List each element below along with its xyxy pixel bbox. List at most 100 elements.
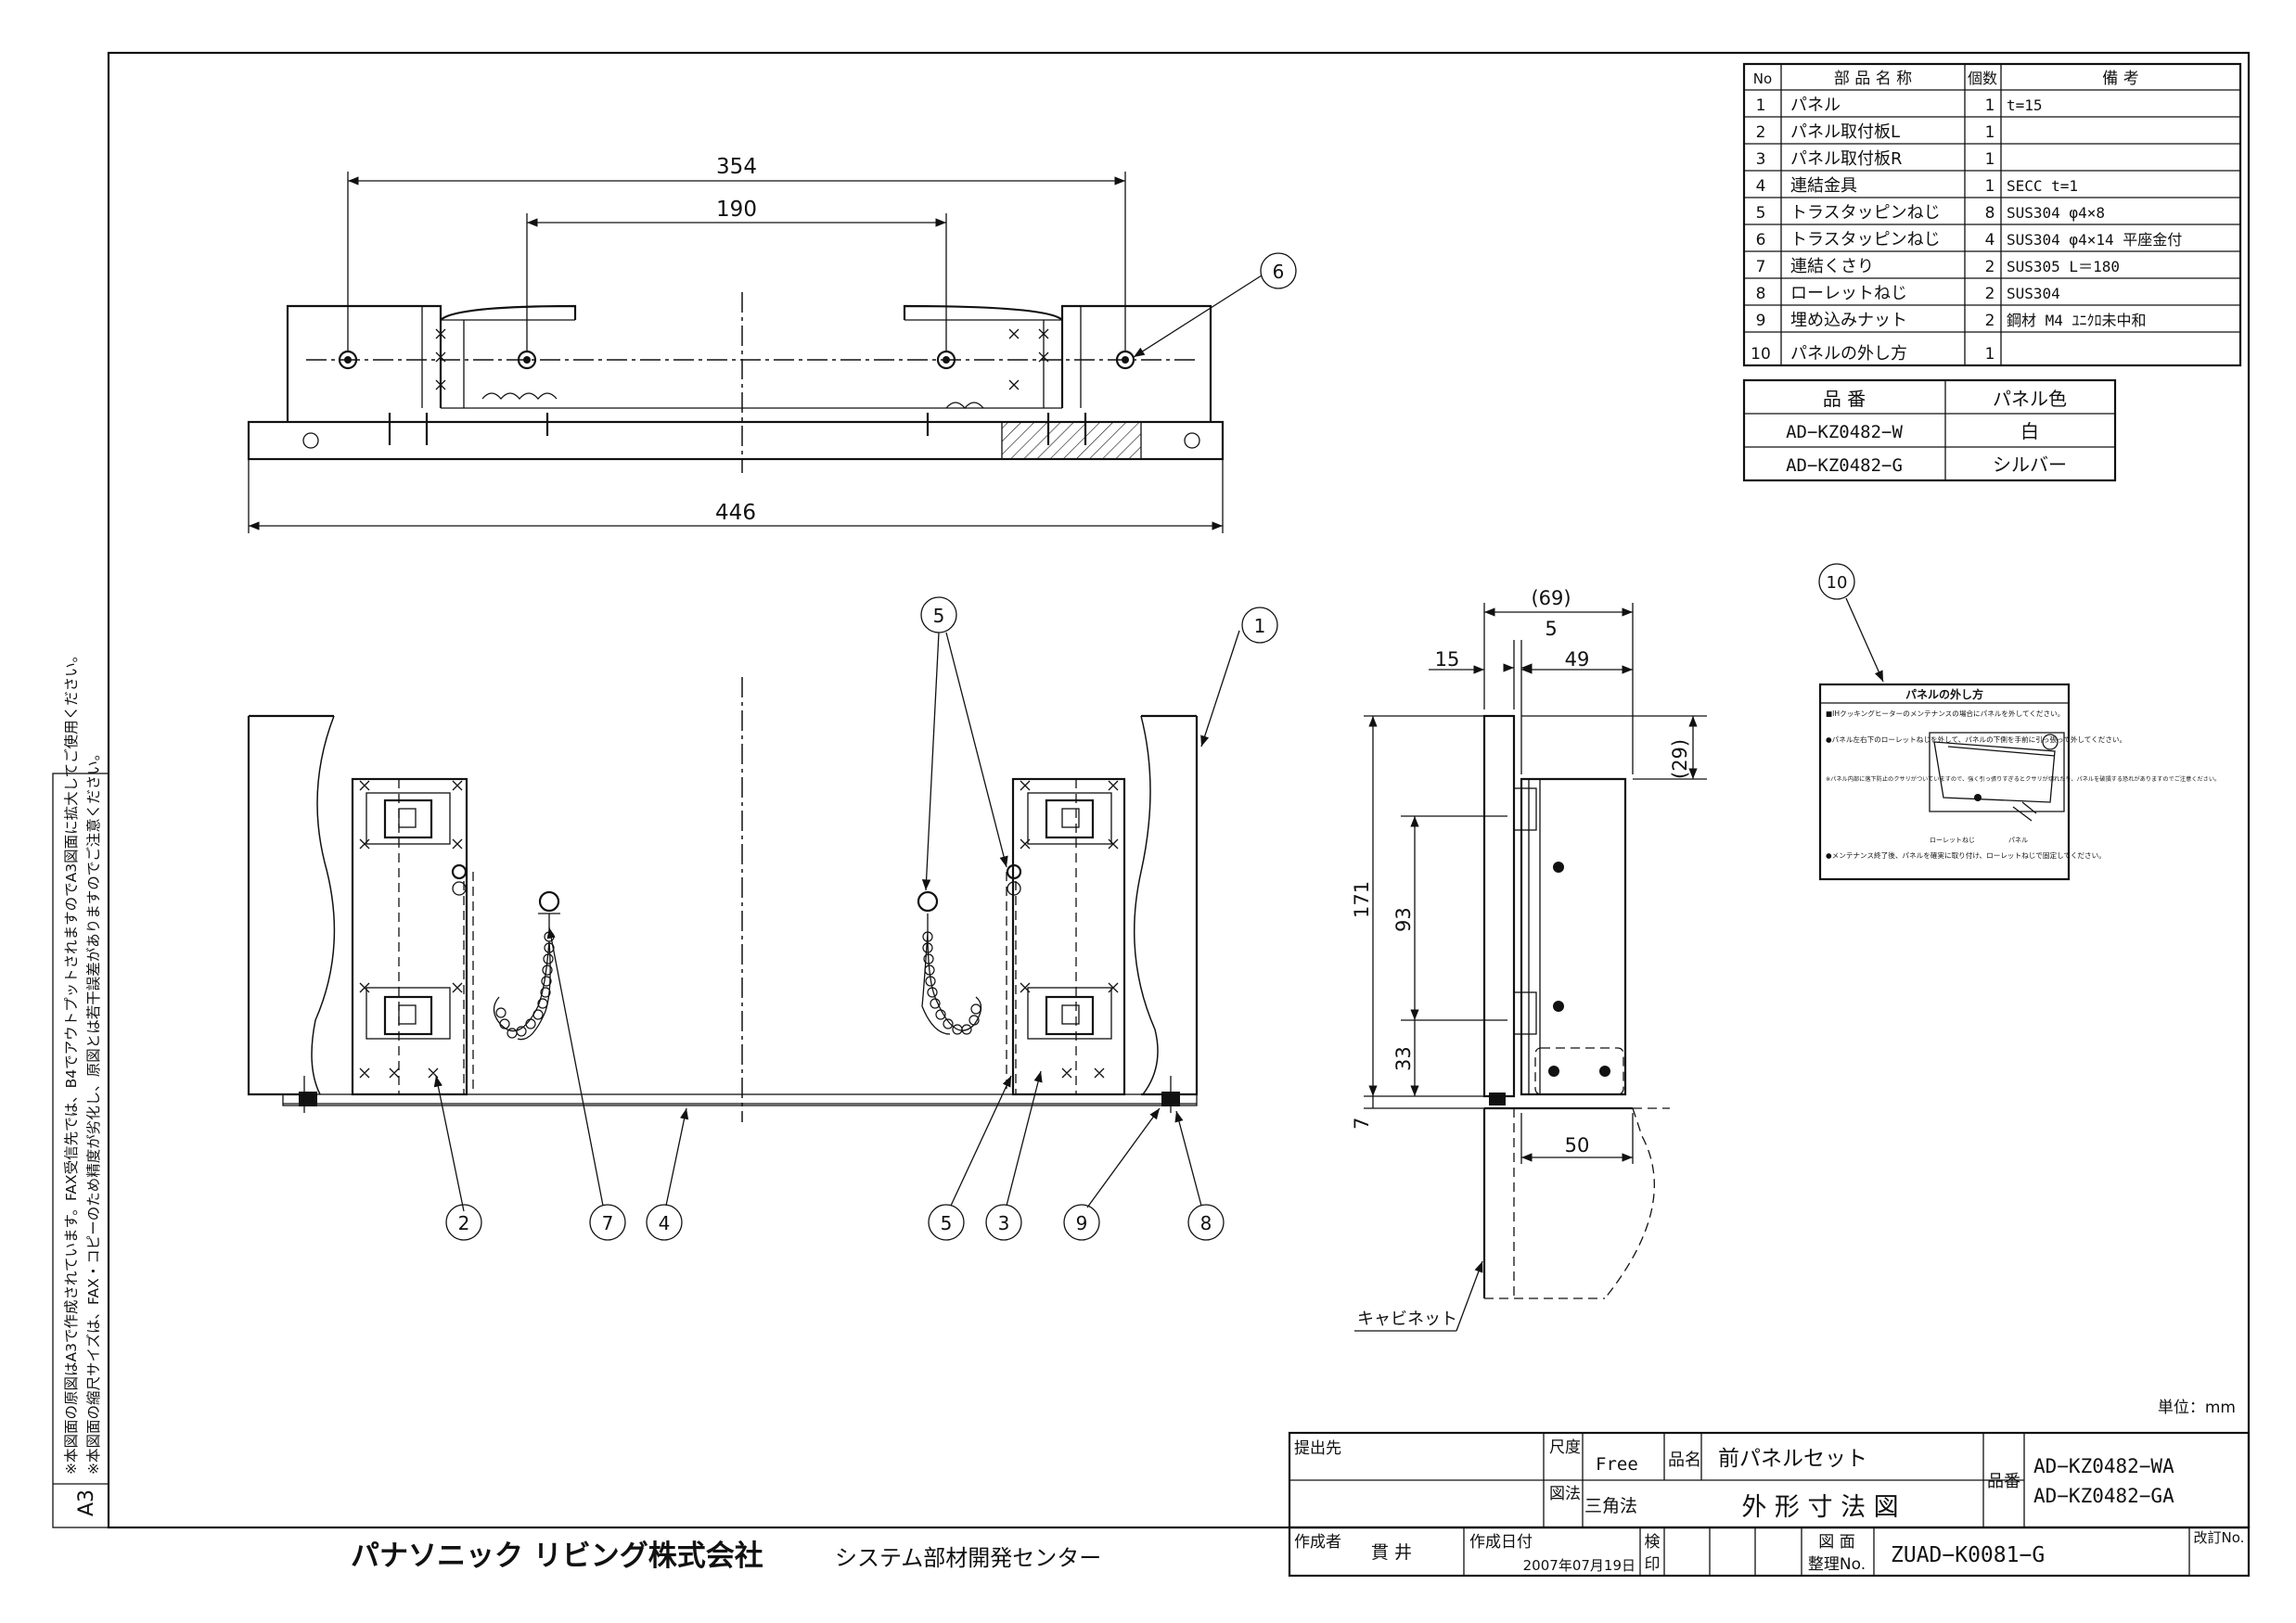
scale-label: 尺度	[1549, 1438, 1581, 1457]
svg-text:トラスタッピンねじ: トラスタッピンねじ	[1790, 230, 1941, 249]
balloon-3: 3	[998, 1212, 1010, 1234]
svg-text:2: 2	[1985, 312, 1995, 330]
svg-text:パネル取付板L: パネル取付板L	[1790, 122, 1900, 142]
svg-text:連結くさり: 連結くさり	[1790, 257, 1874, 276]
drawing-label-2: 整理No.	[1808, 1555, 1866, 1574]
sheet-size: A3	[75, 1489, 98, 1516]
side-note-strip	[52, 773, 109, 1528]
svg-text:鋼材 M4 ﾕﾆｸﾛ未中和: 鋼材 M4 ﾕﾆｸﾛ未中和	[2007, 312, 2147, 329]
dim-5: 5	[1545, 618, 1557, 640]
balloon-5: 5	[941, 1212, 953, 1234]
author-name: 貫 井	[1371, 1542, 1412, 1563]
svg-text:パネル: パネル	[1790, 96, 1841, 115]
svg-text:1: 1	[1985, 345, 1995, 364]
svg-text:9: 9	[1756, 312, 1766, 330]
cabinet-label: キャビネット	[1357, 1310, 1457, 1329]
svg-text:5: 5	[1756, 204, 1766, 223]
dim-446: 446	[715, 501, 756, 525]
parts-header-no: No	[1753, 70, 1772, 87]
svg-text:SUS304 φ4×14 平座金付: SUS304 φ4×14 平座金付	[2007, 231, 2182, 249]
part-no-2: AD−KZ0482−GA	[2033, 1485, 2174, 1507]
variant-header-color: パネル色	[1993, 388, 2067, 410]
instruction-label-knurl: ローレットねじ	[1930, 837, 1975, 844]
dim-29: (29)	[1669, 739, 1691, 779]
svg-text:1: 1	[1756, 96, 1766, 115]
product-name: 前パネルセット	[1718, 1447, 1867, 1471]
title-block: 提出先 尺度 Free 品名 前パネルセット 図法 三角法 外 形 寸 法 図 …	[1288, 1431, 2251, 1529]
svg-text:トラスタッピンねじ: トラスタッピンねじ	[1790, 203, 1941, 223]
balloon-7: 7	[602, 1212, 614, 1234]
date-label: 作成日付	[1469, 1533, 1533, 1552]
check-label-2: 印	[1645, 1555, 1661, 1574]
svg-text:4: 4	[1756, 177, 1766, 196]
balloon-8: 8	[1200, 1212, 1212, 1234]
author-label: 作成者	[1294, 1533, 1341, 1552]
side-note-2: ※本図面の縮尺サイズは、FAX・コピーのため精度が劣化し、原図とは若干誤差があり…	[84, 747, 102, 1475]
dim-15: 15	[1435, 648, 1460, 671]
company-name: パナソニック リビング株式会社	[351, 1540, 763, 1573]
variant-color: シルバー	[1993, 454, 2067, 476]
svg-text:埋め込みナット: 埋め込みナット	[1790, 311, 1907, 330]
svg-text:SUS305 L＝180: SUS305 L＝180	[2007, 258, 2120, 275]
dim-190: 190	[716, 198, 757, 222]
dim-33: 33	[1392, 1046, 1415, 1071]
balloon-6: 6	[1273, 261, 1285, 283]
balloon-5: 5	[933, 605, 945, 627]
svg-text:1: 1	[1985, 96, 1995, 115]
svg-text:t=15: t=15	[2007, 96, 2043, 114]
svg-text:SECC t=1: SECC t=1	[2007, 177, 2078, 195]
top-view: 354 190 446 6	[247, 155, 1297, 533]
variant-code: AD−KZ0482−W	[1786, 422, 1903, 442]
parts-row: 2 パネル取付板L 1	[1756, 122, 1995, 142]
side-view: キャビネット (69) 5 15 49 (29) 171 93 33	[1351, 587, 1707, 1332]
dim-93: 93	[1392, 907, 1415, 932]
drawing-label-1: 図 面	[1818, 1533, 1854, 1552]
instruction-step2: ●パネル左右下のローレットねじを外して、パネルの下側を手前に引っ張って外してくだ…	[1826, 735, 2126, 744]
balloon-1: 1	[1254, 615, 1266, 637]
drawing-title: 外 形 寸 法 図	[1741, 1493, 1898, 1522]
svg-text:1: 1	[1985, 177, 1995, 196]
instruction-note: ※パネル内部に落下防止のクサリがついていますので、強く引っ張りすぎるとクサリが切…	[1826, 775, 2220, 783]
dim-69: (69)	[1531, 587, 1571, 609]
balloon-9: 9	[1076, 1212, 1088, 1234]
projection-label: 図法	[1549, 1485, 1581, 1503]
parts-header-qty: 個数	[1968, 70, 1997, 87]
instruction-label-panel: パネル	[2008, 837, 2028, 844]
dim-7: 7	[1351, 1118, 1373, 1130]
instruction-step3: ●メンテナンス終了後、パネルを確実に取り付け、ローレットねじで固定してください。	[1826, 850, 2106, 860]
svg-text:10: 10	[1751, 345, 1771, 364]
variant-color: 白	[2020, 420, 2039, 442]
revision-label: 改訂No.	[2194, 1529, 2245, 1546]
instruction-illustration	[1929, 732, 2065, 822]
department-name: システム部材開発センター	[835, 1545, 1101, 1571]
variant-header-code: 品 番	[1823, 388, 1866, 410]
product-label: 品名	[1668, 1450, 1701, 1470]
svg-text:パネルの外し方: パネルの外し方	[1790, 344, 1907, 364]
parts-row: 1 パネル 1 t=15	[1756, 96, 2043, 115]
svg-text:2: 2	[1985, 285, 1995, 303]
parts-header-remarks: 備 考	[2102, 70, 2138, 88]
parts-header-name: 部 品 名 称	[1834, 70, 1912, 88]
parts-row: 4 連結金具 1 SECC t=1	[1756, 176, 2078, 196]
unit-label: 単位：mm	[2158, 1399, 2236, 1417]
dim-354: 354	[716, 155, 757, 179]
svg-text:1: 1	[1985, 123, 1995, 142]
sheet-border	[107, 51, 2251, 1529]
svg-text:ローレットねじ: ローレットねじ	[1790, 284, 1907, 303]
scale-value: Free	[1596, 1454, 1638, 1475]
svg-text:8: 8	[1985, 204, 1995, 223]
svg-text:SUS304: SUS304	[2007, 285, 2060, 302]
title-block-lower: 作成者 貫 井 作成日付 2007年07月19日 検 印 図 面 整理No. Z…	[1288, 1526, 2251, 1578]
svg-text:2: 2	[1756, 123, 1766, 142]
svg-text:連結金具: 連結金具	[1790, 176, 1857, 196]
balloon-10: 10	[1827, 573, 1848, 593]
variant-code: AD−KZ0482−G	[1786, 455, 1903, 476]
dim-171: 171	[1351, 881, 1373, 918]
svg-text:1: 1	[1985, 150, 1995, 169]
